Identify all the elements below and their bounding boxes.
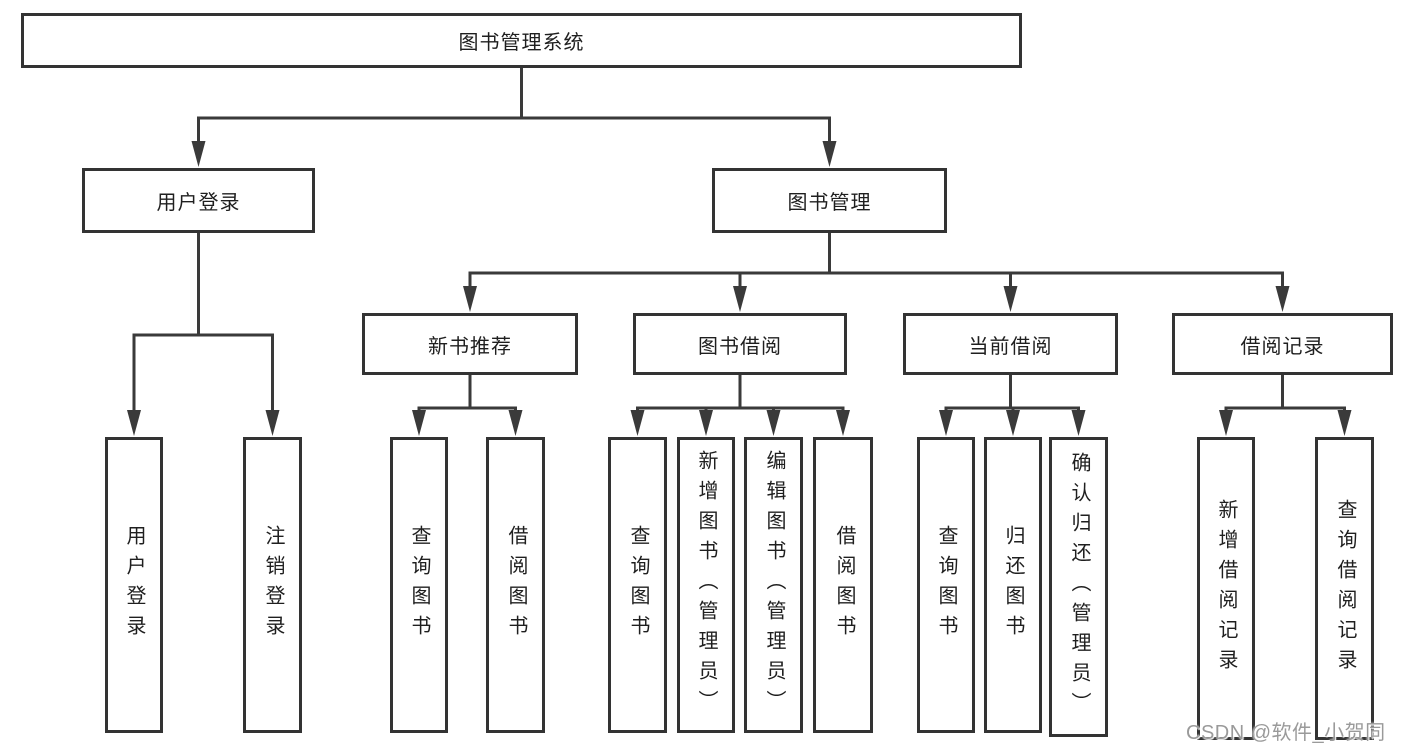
node-borrow-books-leaf: 借阅图书: [813, 437, 873, 733]
node-return-book: 归还图书: [984, 437, 1042, 733]
node-confirm-return-admin: 确认归还（管理员）: [1049, 437, 1108, 737]
node-logout-leaf: 注销登录: [243, 437, 302, 733]
node-add-book-admin: 新增图书（管理员）: [677, 437, 735, 733]
node-query-books-borrowing: 查询图书: [608, 437, 667, 733]
node-edit-book-admin: 编辑图书（管理员）: [744, 437, 803, 733]
node-query-borrow-record: 查询借阅记录: [1315, 437, 1374, 740]
node-library-management-system: 图书管理系统: [21, 13, 1022, 68]
node-add-borrow-record: 新增借阅记录: [1197, 437, 1255, 740]
node-new-book-recommendation: 新书推荐: [362, 313, 578, 375]
node-user-login: 用户登录: [82, 168, 315, 233]
node-query-books-current: 查询图书: [917, 437, 975, 733]
node-user-login-leaf: 用户登录: [105, 437, 163, 733]
node-current-borrowing: 当前借阅: [903, 313, 1118, 375]
node-query-books-recommend: 查询图书: [390, 437, 448, 733]
node-book-borrowing: 图书借阅: [633, 313, 847, 375]
watermark: CSDN @软件_小贺同学: [1186, 722, 1386, 744]
node-borrowing-records: 借阅记录: [1172, 313, 1393, 375]
node-book-management: 图书管理: [712, 168, 947, 233]
node-borrow-books-recommend: 借阅图书: [486, 437, 545, 733]
